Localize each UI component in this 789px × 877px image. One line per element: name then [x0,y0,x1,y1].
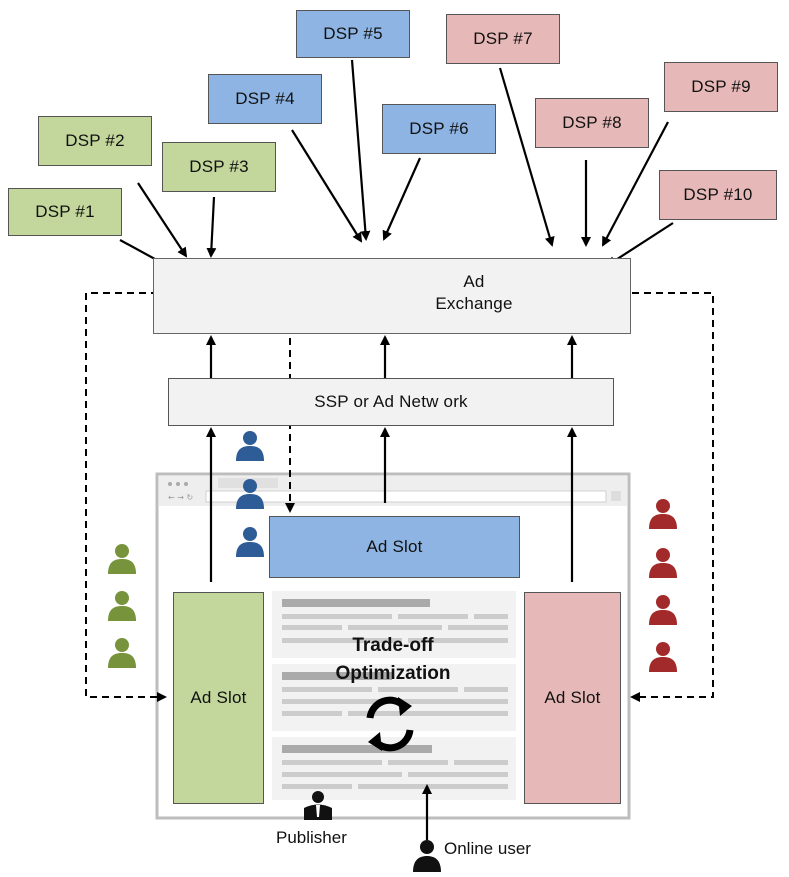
dsp-10-box: DSP #10 [659,170,777,220]
request-arrows [206,335,577,840]
ad-slot-top: Ad Slot [269,516,520,578]
dsp-4-box: DSP #4 [208,74,322,124]
audience-icons-green [108,544,136,668]
ssp-ad-network-box: SSP or Ad Netw ork [168,378,614,426]
svg-text:← → ↻: ← → ↻ [168,493,193,502]
online-user-icon [413,840,441,872]
tradeoff-optimization-label: Trade-off Optimization [300,632,486,688]
ad-exchange-box: Ad Exchange [153,258,631,334]
dsp-6-box: DSP #6 [382,104,496,154]
dsp-2-box: DSP #2 [38,116,152,166]
refresh-cycle-icon [366,696,414,752]
dsp-1-box: DSP #1 [8,188,122,236]
tradeoff-line2: Optimization [335,663,451,684]
audience-icons-red [649,499,677,672]
ad-slot-left: Ad Slot [173,592,264,804]
online-user-label: Online user [444,839,531,858]
ad-slot-right: Ad Slot [524,592,621,804]
page-content-blocks [272,591,516,800]
dsp-9-box: DSP #9 [664,62,778,112]
ad-exchange-label-line1: Ad [463,272,485,291]
tradeoff-line1: Trade-off [352,635,434,656]
bid-arrows [119,59,674,278]
dsp-3-box: DSP #3 [162,142,276,192]
dsp-5-box: DSP #5 [296,10,410,58]
publisher-icon [304,791,332,820]
ad-exchange-label-line2: Exchange [435,294,513,313]
dsp-8-box: DSP #8 [535,98,649,148]
dsp-7-box: DSP #7 [446,14,560,64]
publisher-label: Publisher [276,828,347,847]
